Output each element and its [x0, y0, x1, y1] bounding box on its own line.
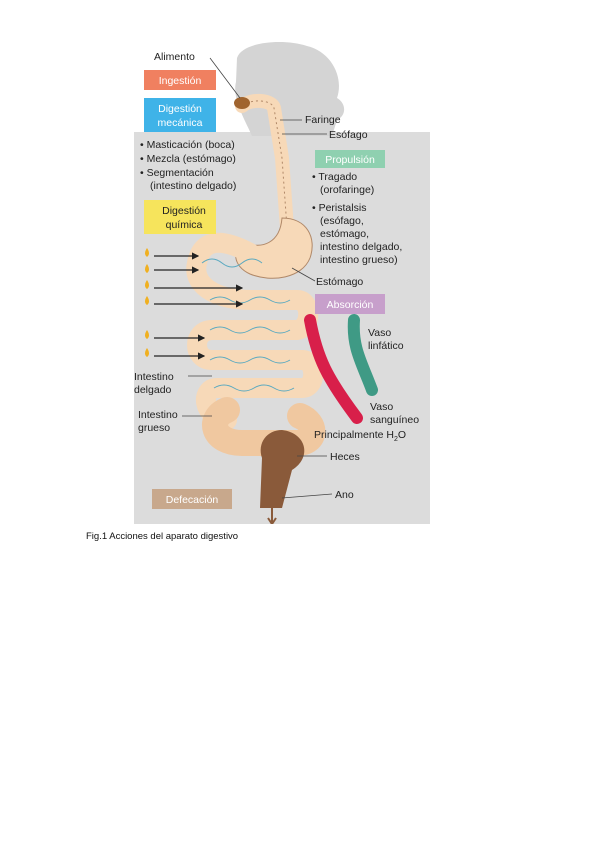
figure-caption: Fig.1 Acciones del aparato digestivo — [86, 531, 239, 542]
chemical-digestion-arrows — [154, 252, 244, 360]
label-esofago: Esófago — [329, 129, 368, 141]
anus-arrow-icon — [267, 508, 277, 524]
box-propulsion-label: Propulsión — [325, 154, 375, 166]
box-digestion-quimica-label-2: química — [166, 219, 203, 231]
blood-vessel — [304, 314, 363, 424]
label-vaso-sanguineo-2: sanguíneo — [370, 414, 419, 426]
mecanica-list: • Masticación (boca) • Mezcla (estómago)… — [140, 139, 236, 192]
label-heces: Heces — [330, 451, 360, 463]
propulsion-item: (orofaringe) — [320, 184, 374, 196]
large-intestine — [202, 397, 326, 456]
label-intestino-grueso-2: grueso — [138, 422, 170, 434]
box-absorcion — [315, 294, 385, 314]
feces — [260, 430, 305, 508]
box-defecacion — [152, 489, 232, 509]
stomach — [235, 217, 313, 279]
box-digestion-mecanica-label-2: mecánica — [158, 117, 203, 129]
box-ingestion-label: Ingestión — [159, 75, 202, 87]
box-defecacion-label: Defecación — [166, 494, 219, 506]
mecanica-item: • Segmentación — [140, 167, 214, 179]
label-ano: Ano — [335, 489, 354, 501]
box-digestion-mecanica — [144, 98, 216, 132]
label-estomago: Estómago — [316, 276, 363, 288]
label-intestino-delgado: Intestino — [134, 371, 174, 383]
food-bolus — [234, 97, 250, 109]
label-faringe: Faringe — [305, 114, 341, 126]
box-digestion-quimica — [144, 200, 216, 234]
box-absorcion-label: Absorción — [327, 299, 374, 311]
small-intestine — [186, 232, 324, 430]
propulsion-item: • Peristalsis — [312, 202, 366, 214]
box-digestion-mecanica-label: Digestión — [158, 103, 202, 115]
propulsion-item: (esófago, — [320, 215, 364, 227]
box-digestion-quimica-label: Digestión — [162, 205, 206, 217]
propulsion-item: estómago, — [320, 228, 369, 240]
label-intestino-delgado-2: delgado — [134, 384, 172, 396]
label-vaso-linfatico: Vaso — [368, 327, 391, 339]
label-vaso-linfatico-2: linfático — [368, 340, 404, 352]
propulsion-item: intestino grueso) — [320, 254, 398, 266]
head-silhouette — [235, 42, 345, 136]
mecanica-item: (intestino delgado) — [150, 180, 236, 192]
drop-icons — [145, 206, 151, 357]
box-ingestion — [144, 70, 216, 90]
mecanica-item: • Mezcla (estómago) — [140, 153, 236, 165]
digestive-system-diagram: Alimento Faringe Esófago Estómago Intest… — [132, 38, 432, 524]
label-principalmente-h2o: Principalmente H2O — [314, 429, 406, 443]
label-alimento: Alimento — [154, 51, 195, 63]
propulsion-list: • Tragado (orofaringe) • Peristalsis (es… — [312, 171, 402, 266]
propulsion-item: • Tragado — [312, 171, 357, 183]
propulsion-item: intestino delgado, — [320, 241, 402, 253]
label-vaso-sanguineo: Vaso — [370, 401, 393, 413]
label-intestino-grueso: Intestino — [138, 409, 178, 421]
mecanica-item: • Masticación (boca) — [140, 139, 235, 151]
box-propulsion — [315, 150, 385, 168]
lymph-vessel — [347, 314, 378, 396]
